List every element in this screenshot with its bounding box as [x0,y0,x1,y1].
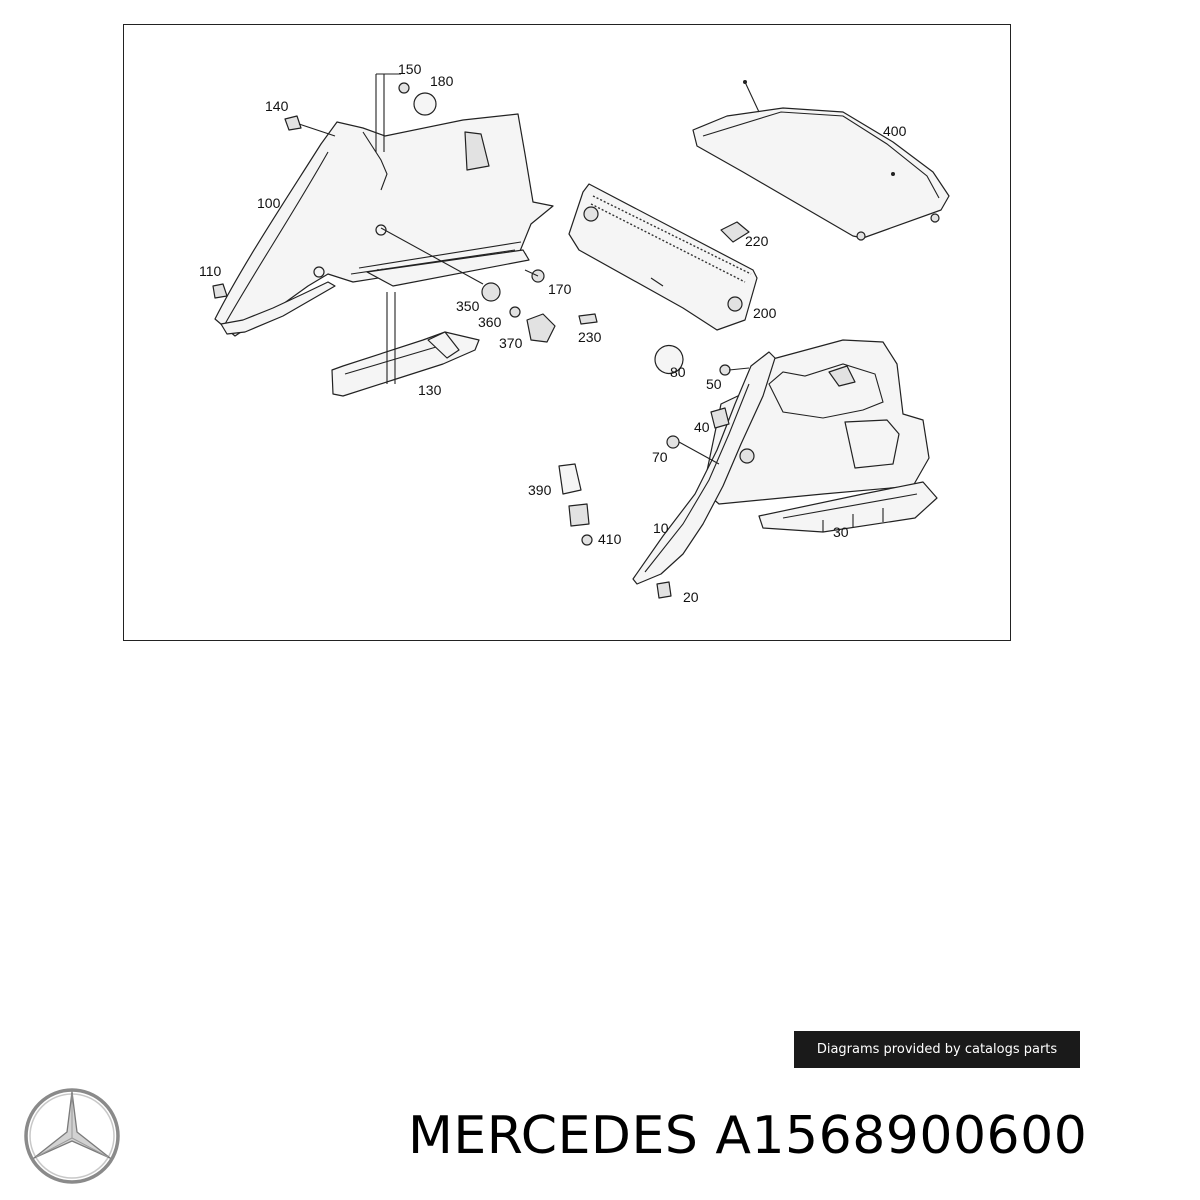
pillar-trim-10 [632,351,776,585]
cap-80 [654,344,684,375]
callout-80: 80 [670,364,686,380]
callout-200: 200 [753,305,777,321]
callout-50: 50 [706,376,722,392]
clip-20 [656,581,672,599]
callout-140: 140 [265,98,289,114]
grommet-350 [481,282,501,302]
callout-130: 130 [418,382,442,398]
callout-20: 20 [683,589,699,605]
left-side-trim-panel [214,113,554,337]
mercedes-star-icon [24,1088,120,1184]
brand-name: MERCEDES [408,1106,699,1166]
callout-110: 110 [199,263,222,279]
credit-badge: Diagrams provided by catalogs parts [794,1031,1080,1068]
clip-110 [212,283,228,299]
bracket-370 [526,313,556,343]
callout-370: 370 [499,335,523,351]
rear-end-panel [568,183,758,331]
bracket-220 [720,221,750,243]
callout-410: 410 [598,531,622,547]
callout-10: 10 [653,520,669,536]
screw-230 [578,313,598,325]
cargo-cover [692,80,950,241]
nut-410 [581,534,593,546]
callout-400: 400 [883,123,907,139]
parts-diagram: 150 180 140 100 110 350 360 370 170 230 … [123,24,1011,641]
part-title: MERCEDES A1568900600 [408,1106,1087,1166]
callout-100: 100 [257,195,281,211]
callout-360: 360 [478,314,502,330]
screw-50 [719,364,731,376]
cover-390 [558,463,582,495]
leader-line-130 [386,292,396,384]
clip-360 [509,306,521,318]
callout-150: 150 [398,61,422,77]
callout-70: 70 [652,449,668,465]
clip-40 [710,407,730,429]
right-sill-trim [758,481,938,533]
part-number: A1568900600 [715,1106,1088,1166]
callout-40: 40 [694,419,710,435]
callout-220: 220 [745,233,769,249]
left-sill-strip [220,281,336,335]
socket-390 [568,503,590,527]
callout-350: 350 [456,298,480,314]
leader-line-150 [375,73,401,152]
callout-170: 170 [548,281,572,297]
parts-diagram-drawing: 150 180 140 100 110 350 360 370 170 230 … [199,61,950,605]
sill-connector-strip [366,249,530,287]
screw-150 [398,82,410,94]
callout-390: 390 [528,482,552,498]
cap-180 [413,92,437,116]
screw-70 [666,435,680,449]
callout-180: 180 [430,73,454,89]
clip-140 [284,115,302,131]
callout-30: 30 [833,524,849,540]
callout-230: 230 [578,329,602,345]
